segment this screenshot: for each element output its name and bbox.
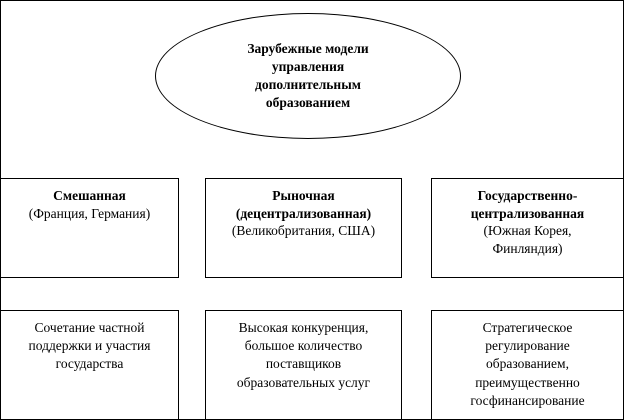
model-subtitle-state-centralized: (Южная Корея, Финляндия) <box>483 223 572 256</box>
model-title-mixed: Смешанная <box>53 188 126 203</box>
description-box-market: Высокая конкуренция, большое количество … <box>205 310 402 419</box>
model-box-mixed: Смешанная (Франция, Германия) <box>1 178 179 278</box>
model-box-state-centralized: Государственно- централизованная (Южная … <box>431 178 623 278</box>
root-node-label: Зарубежные модели управления дополнитель… <box>247 40 369 111</box>
root-node-ellipse: Зарубежные модели управления дополнитель… <box>155 13 461 139</box>
model-subtitle-mixed: (Франция, Германия) <box>28 205 151 221</box>
description-box-mixed: Сочетание частной поддержки и участия го… <box>1 310 179 419</box>
model-description-mixed: Сочетание частной поддержки и участия го… <box>28 320 151 372</box>
description-box-state-centralized: Стратегическое регулирование образование… <box>431 310 623 419</box>
model-subtitle-market: (Великобритания, США) <box>231 223 376 239</box>
model-description-market: Высокая конкуренция, большое количество … <box>236 320 371 390</box>
model-title-market: Рыночная (децентрализованная) <box>235 188 372 221</box>
model-box-market: Рыночная (децентрализованная) (Великобри… <box>205 178 402 278</box>
model-description-state-centralized: Стратегическое регулирование образование… <box>470 320 585 408</box>
model-title-state-centralized: Государственно- централизованная <box>470 188 585 221</box>
